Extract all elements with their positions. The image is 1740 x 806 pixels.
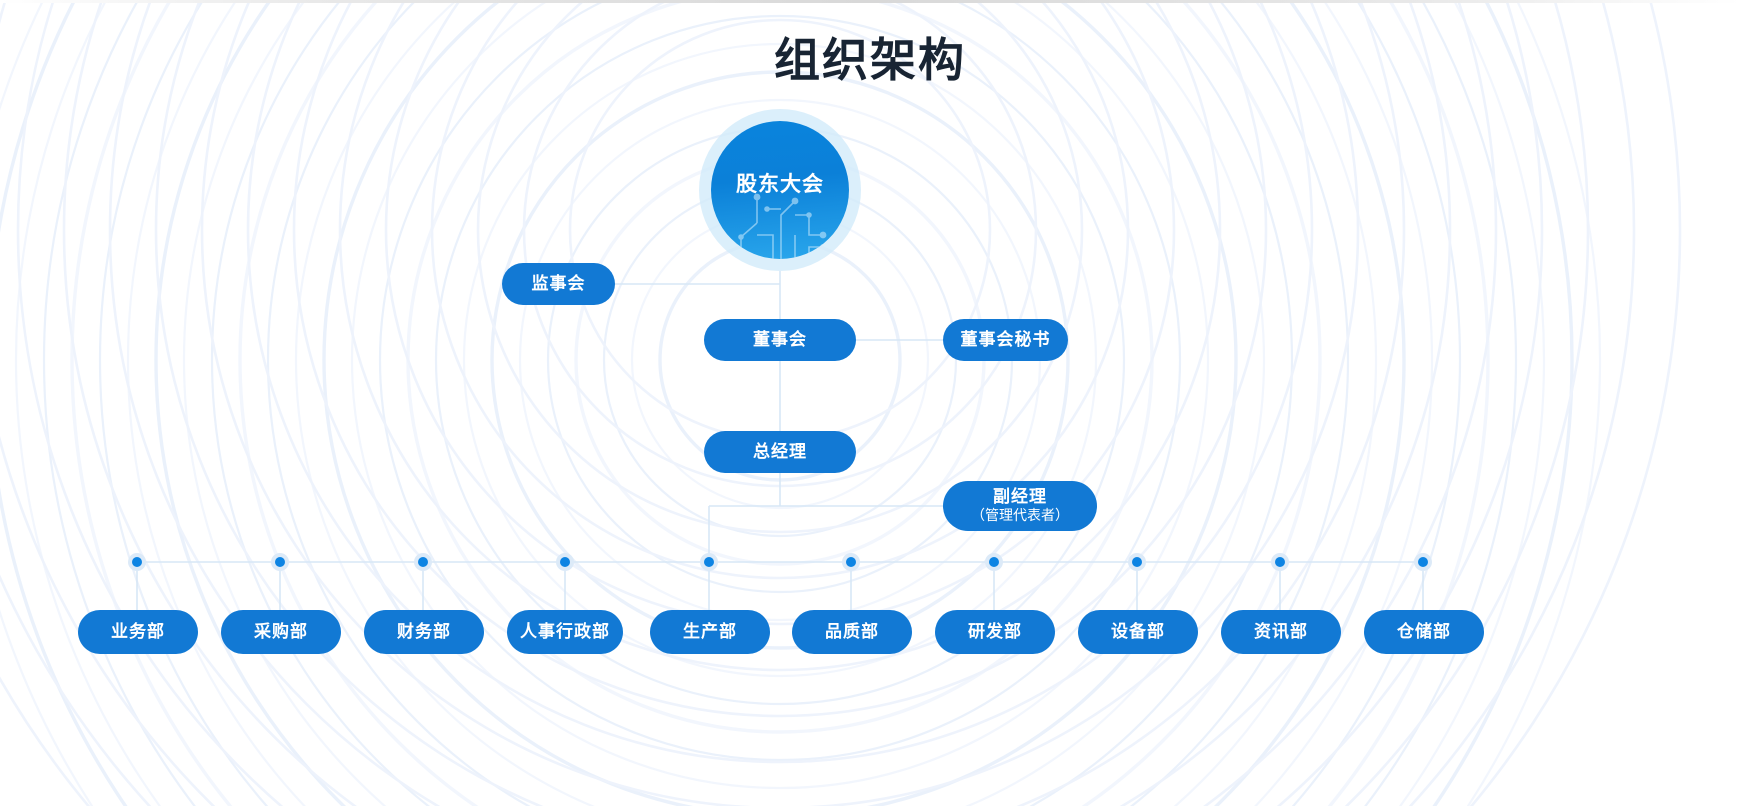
- node-department-production[interactable]: 生产部: [650, 610, 770, 654]
- bus-dot-purchasing[interactable]: [275, 557, 285, 567]
- node-sublabel: （管理代表者）: [971, 507, 1069, 524]
- node-label: 总经理: [753, 441, 807, 461]
- node-department-warehouse[interactable]: 仓储部: [1364, 610, 1484, 654]
- node-department-equipment[interactable]: 设备部: [1078, 610, 1198, 654]
- node-label: 仓储部: [1397, 621, 1451, 641]
- node-label: 资讯部: [1254, 621, 1308, 641]
- node-label: 研发部: [968, 621, 1022, 641]
- node-department-finance[interactable]: 财务部: [364, 610, 484, 654]
- bus-dot-production[interactable]: [704, 557, 714, 567]
- node-label: 董事会: [753, 329, 807, 349]
- bus-dot-equipment[interactable]: [1132, 557, 1142, 567]
- bus-dot-it[interactable]: [1275, 557, 1285, 567]
- node-label: 董事会秘书: [960, 329, 1051, 349]
- node-shareholders-meeting[interactable]: 股东大会: [711, 121, 849, 259]
- node-label: 监事会: [531, 273, 586, 293]
- node-department-business[interactable]: 业务部: [78, 610, 198, 654]
- bus-dot-rnd[interactable]: [989, 557, 999, 567]
- page-title: 组织架构: [774, 34, 966, 86]
- node-department-quality[interactable]: 品质部: [792, 610, 912, 654]
- node-label: 股东大会: [736, 173, 824, 196]
- node-label: 副经理: [993, 486, 1047, 506]
- bus-dot-quality[interactable]: [846, 557, 856, 567]
- node-label: 生产部: [683, 621, 737, 641]
- node-board-secretary[interactable]: 董事会秘书: [943, 319, 1068, 361]
- node-label: 采购部: [254, 621, 308, 641]
- node-label: 设备部: [1111, 621, 1165, 641]
- node-department-it[interactable]: 资讯部: [1221, 610, 1341, 654]
- node-department-hr-admin[interactable]: 人事行政部: [507, 610, 623, 654]
- bus-dot-finance[interactable]: [418, 557, 428, 567]
- node-board-of-directors[interactable]: 董事会: [704, 319, 856, 361]
- node-label: 人事行政部: [520, 621, 610, 641]
- node-label: 财务部: [397, 621, 451, 641]
- bus-dot-warehouse[interactable]: [1418, 557, 1428, 567]
- node-label: 品质部: [825, 621, 879, 641]
- node-department-purchasing[interactable]: 采购部: [221, 610, 341, 654]
- node-deputy-manager[interactable]: 副经理 （管理代表者）: [943, 481, 1097, 531]
- top-divider: [0, 0, 1740, 3]
- node-supervisory-board[interactable]: 监事会: [502, 263, 615, 305]
- node-general-manager[interactable]: 总经理: [704, 431, 856, 473]
- node-label: 业务部: [111, 621, 165, 641]
- bus-dot-business[interactable]: [132, 557, 142, 567]
- bus-dot-hr-admin[interactable]: [560, 557, 570, 567]
- node-department-rnd[interactable]: 研发部: [935, 610, 1055, 654]
